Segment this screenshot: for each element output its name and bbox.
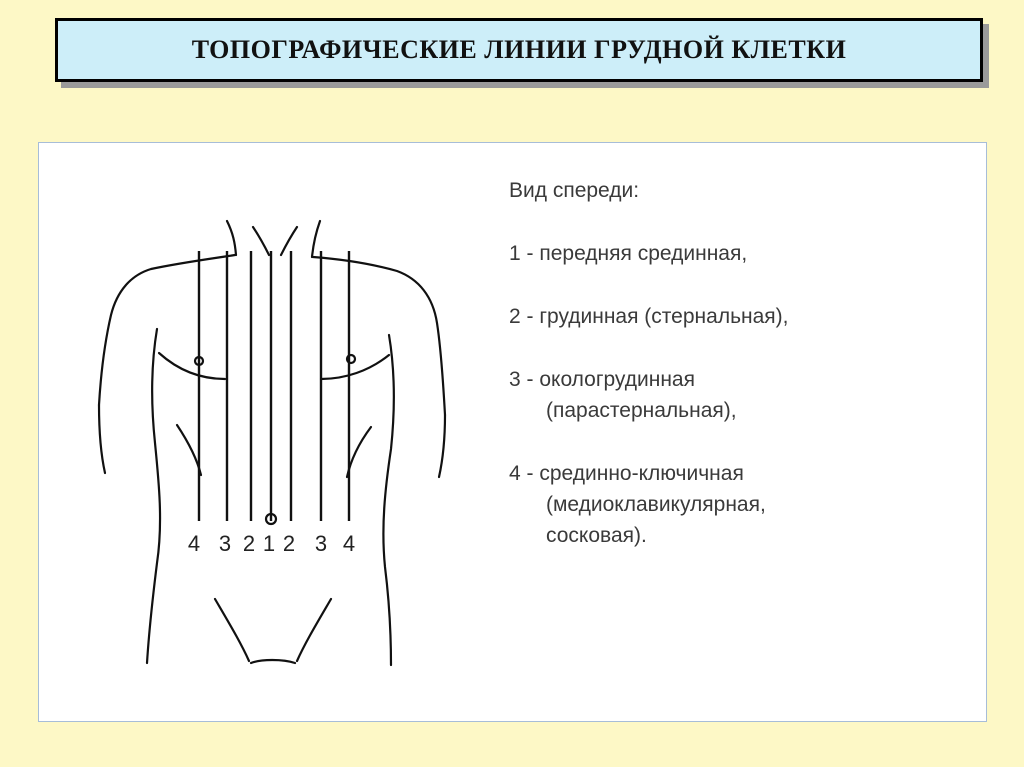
diagram-panel: 4 3 2 1 2 3 4 Вид спереди: 1 - передняя …: [38, 142, 987, 722]
left-side: [145, 327, 162, 665]
legend-item-3: 3 - окологрудинная: [509, 368, 695, 391]
neck-right: [310, 219, 322, 259]
right-side: [382, 333, 395, 667]
left-shoulder: [97, 253, 237, 407]
slide-title: ТОПОГРАФИЧЕСКИЕ ЛИНИИ ГРУДНОЙ КЛЕТКИ: [191, 35, 847, 64]
right-pectoral: [319, 353, 391, 381]
right-ribs: [345, 425, 373, 479]
line-label: 2: [243, 531, 255, 556]
right-arm-outer: [437, 413, 447, 479]
legend-item-4: 4 - срединно-ключичная: [509, 462, 744, 485]
torso-figure: 4 3 2 1 2 3 4: [97, 219, 447, 667]
left-ribs: [175, 423, 203, 477]
line-label: 2: [283, 531, 295, 556]
neck-center: [251, 225, 299, 257]
right-groin: [295, 597, 333, 663]
legend-item-1: 1 - передняя срединная,: [509, 242, 748, 265]
left-groin: [213, 597, 251, 663]
groin-base: [249, 658, 297, 665]
line-label: 3: [315, 531, 327, 556]
legend-item-4-continued: сосковая).: [546, 524, 647, 547]
line-label: 4: [343, 531, 355, 556]
left-arm-outer: [97, 403, 107, 475]
line-label: 1: [263, 531, 275, 556]
right-nipple: [345, 353, 357, 365]
legend-item-2: 2 - грудинная (стернальная),: [509, 305, 789, 328]
legend-item-3-continued: (парастернальная),: [546, 399, 737, 422]
line-label: 4: [188, 531, 200, 556]
legend-item-4-continued: (медиоклавикулярная,: [546, 493, 766, 516]
legend-heading: Вид спереди:: [509, 179, 640, 202]
left-pectoral: [157, 351, 227, 381]
title-box: ТОПОГРАФИЧЕСКИЕ ЛИНИИ ГРУДНОЙ КЛЕТКИ: [55, 18, 983, 82]
topographic-lines: [197, 251, 351, 521]
legend: Вид спереди: 1 - передняя срединная, 2 -…: [509, 175, 969, 551]
neck-left: [225, 219, 238, 257]
right-shoulder: [311, 255, 447, 417]
line-label: 3: [219, 531, 231, 556]
